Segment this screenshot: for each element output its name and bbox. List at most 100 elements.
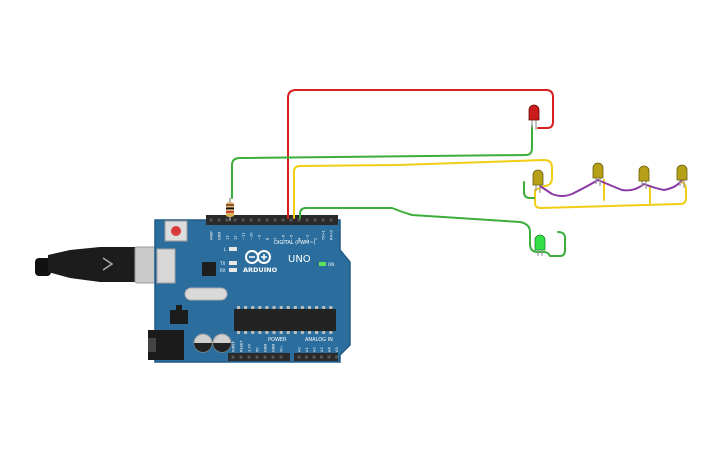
power-pin[interactable] xyxy=(255,355,259,359)
logo-right-loop-icon xyxy=(257,250,271,264)
digital-pin[interactable] xyxy=(265,218,269,222)
analog-pin-label: A4 xyxy=(327,347,331,352)
digital-pin-label: GND xyxy=(217,232,221,240)
led-group xyxy=(528,104,688,256)
analog-pin[interactable] xyxy=(297,355,301,359)
red-led[interactable] xyxy=(528,104,540,130)
digital-pin[interactable] xyxy=(305,218,309,222)
analog-pin-label: A5 xyxy=(335,347,339,352)
analog-header xyxy=(294,353,338,361)
model-label: UNO xyxy=(288,254,311,265)
digital-pin-label: TX>1 xyxy=(321,230,325,241)
atmega-chip-pins xyxy=(237,306,333,334)
digital-pin[interactable] xyxy=(273,218,277,222)
usb-cable-strain-relief xyxy=(35,258,51,276)
digital-pin[interactable] xyxy=(329,218,333,222)
digital-pin-label: ~6 xyxy=(281,234,285,240)
wire-yellow[interactable] xyxy=(293,159,687,219)
wire-green-led[interactable] xyxy=(299,207,566,257)
digital-pin[interactable] xyxy=(313,218,317,222)
voltage-regulator xyxy=(170,310,188,324)
usb-cable-body xyxy=(48,247,135,282)
usb-controller-chip xyxy=(202,262,216,276)
power-pin[interactable] xyxy=(239,355,243,359)
green-led[interactable] xyxy=(534,234,546,256)
resistor-band-2 xyxy=(226,207,234,210)
digital-pin[interactable] xyxy=(321,218,325,222)
digital-pin[interactable] xyxy=(241,218,245,222)
resistor-band-4 xyxy=(226,214,234,217)
power-jack-hole xyxy=(148,338,156,352)
power-pin-label: 5V xyxy=(255,347,259,352)
yellow-led-1[interactable] xyxy=(532,169,544,193)
wire-green-led-lead[interactable] xyxy=(523,181,535,199)
digital-pin-label: RX<0 xyxy=(329,229,333,240)
digital-pin-label: 13 xyxy=(225,235,229,240)
led-rx-label: RX xyxy=(220,268,226,273)
digital-pin[interactable] xyxy=(217,218,221,222)
usb-socket xyxy=(156,248,176,284)
power-pin[interactable] xyxy=(271,355,275,359)
power-pin-row[interactable] xyxy=(231,355,283,359)
digital-pin-row[interactable] xyxy=(209,218,333,222)
analog-pin[interactable] xyxy=(312,355,316,359)
digital-pin[interactable] xyxy=(225,218,229,222)
digital-pin-label: 12 xyxy=(233,235,237,240)
atmega-chip xyxy=(234,309,336,331)
digital-pin-label: 4 xyxy=(297,237,301,240)
analog-pin[interactable] xyxy=(320,355,323,359)
analog-pin-label: A1 xyxy=(305,347,309,352)
digital-pin[interactable] xyxy=(233,218,237,222)
analog-pin-row[interactable] xyxy=(297,355,339,359)
digital-pin-label: ~9 xyxy=(257,234,261,240)
power-pin-label: Vin xyxy=(279,346,283,352)
wires xyxy=(231,89,687,257)
power-pin[interactable] xyxy=(279,355,283,359)
resistor-band-3 xyxy=(226,211,234,213)
digital-pin-label: ~10 xyxy=(249,232,253,240)
crystal-oscillator xyxy=(184,287,228,301)
wire-red[interactable] xyxy=(287,89,554,219)
analog-pin[interactable] xyxy=(327,355,331,359)
analog-pin[interactable] xyxy=(305,355,308,359)
resistor[interactable] xyxy=(226,198,234,221)
usb-cable[interactable] xyxy=(35,246,176,284)
led-rx-indicator xyxy=(229,268,237,272)
reset-button-cap xyxy=(171,226,181,236)
wire-purple[interactable] xyxy=(539,179,683,197)
digital-pin[interactable] xyxy=(289,218,293,222)
digital-header xyxy=(206,215,338,225)
wire-green-resistor[interactable] xyxy=(231,125,533,199)
usb-symbol-icon xyxy=(102,257,114,271)
digital-pin[interactable] xyxy=(281,218,285,222)
yellow-led-4[interactable] xyxy=(676,164,688,188)
analog-pin[interactable] xyxy=(335,355,338,359)
digital-pin-label: 8 xyxy=(265,237,269,240)
power-pin-label: IOREF xyxy=(231,341,235,352)
digital-pin[interactable] xyxy=(249,218,253,222)
yellow-led-3[interactable] xyxy=(638,165,650,189)
digital-pin[interactable] xyxy=(297,218,301,222)
led-tx-indicator xyxy=(229,261,237,265)
digital-header-label: DIGITAL (PWM~) xyxy=(274,240,316,246)
digital-pin-label: 2 xyxy=(313,238,317,240)
power-pin[interactable] xyxy=(231,355,235,359)
led-tx-label: TX xyxy=(219,261,225,266)
arduino-logo xyxy=(245,250,271,264)
digital-pin[interactable] xyxy=(257,218,261,222)
on-led-indicator xyxy=(319,262,326,266)
power-pin-label: RESET xyxy=(239,340,243,352)
power-pin-label: 3.3V xyxy=(247,343,251,352)
brand-label: ARDUINO xyxy=(243,266,278,274)
digital-pin-label: 7 xyxy=(273,238,277,240)
yellow-led-2[interactable] xyxy=(592,162,604,186)
analog-pin-label: A3 xyxy=(320,347,324,352)
digital-pin[interactable] xyxy=(209,218,213,222)
power-pin[interactable] xyxy=(263,355,267,359)
power-pin[interactable] xyxy=(247,355,251,359)
analog-label: ANALOG IN xyxy=(305,337,333,343)
digital-pin-label: AREF xyxy=(209,231,213,240)
